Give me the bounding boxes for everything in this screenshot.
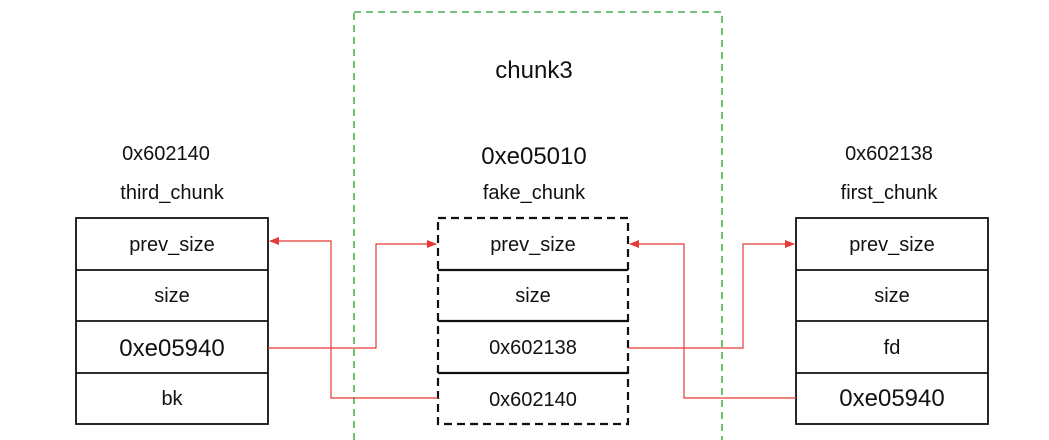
left-cell-fd-value: 0xe05940	[119, 335, 224, 362]
left-chunk-block: prev_size size 0xe05940 bk	[75, 217, 269, 425]
right-cell-size: size	[874, 285, 910, 307]
middle-cell-bk: 0x602140	[489, 389, 577, 411]
middle-chunk-block: prev_size size 0x602138 0x602140	[436, 216, 630, 426]
arrow-left-fd-to-fake	[268, 240, 437, 349]
right-address: 0x602138	[845, 143, 933, 165]
right-cell-fd: fd	[884, 337, 901, 359]
middle-name: fake_chunk	[483, 182, 586, 204]
region-title: chunk3	[495, 57, 572, 84]
left-cell-bk: bk	[161, 388, 183, 410]
pointer-arrows	[268, 237, 796, 399]
arrow-fake-bk-to-left	[269, 237, 438, 399]
right-name: first_chunk	[841, 182, 939, 204]
middle-cell-fd: 0x602138	[489, 337, 577, 359]
middle-cell-prev-size: prev_size	[490, 234, 576, 256]
right-cell-prev-size: prev_size	[849, 234, 935, 256]
middle-address: 0xe05010	[481, 143, 586, 170]
right-chunk-block: prev_size size fd 0xe05940	[795, 217, 989, 425]
middle-cell-size: size	[515, 285, 551, 307]
arrow-fake-fd-to-right	[628, 240, 795, 349]
chunk3-region	[353, 11, 723, 440]
arrow-right-bk-to-fake	[629, 240, 796, 399]
left-address: 0x602140	[122, 143, 210, 165]
left-cell-prev-size: prev_size	[129, 234, 215, 256]
left-name: third_chunk	[120, 182, 224, 204]
left-cell-size: size	[154, 285, 190, 307]
right-cell-bk-value: 0xe05940	[839, 385, 944, 412]
